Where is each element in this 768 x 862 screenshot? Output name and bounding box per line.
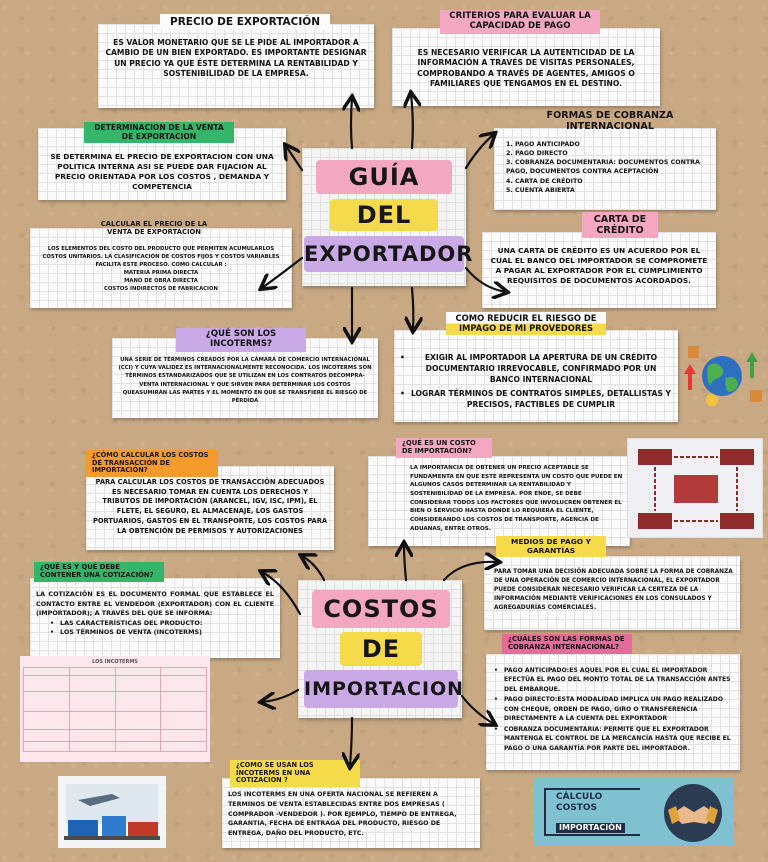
card-calcular-costos: PARA CALCULAR LOS COSTOS DE TRANSACCIÓN …: [86, 466, 334, 550]
list-item: 2. PAGO DIRECTO: [506, 150, 568, 158]
card-calcular-precio: LOS ELEMENTOS DEL COSTO DEL PRODUCTO QUE…: [30, 228, 292, 308]
list-item: LOS TÉRMINOS DE VENTA (INCOTERMS): [50, 628, 274, 638]
reducir-riesgo-list: EXIGIR AL IMPORTADOR LA APERTURA DE UN C…: [400, 352, 672, 410]
card-usan-incoterms: LOS INCOTERMS EN UNA OFERTA NACIONAL SE …: [222, 778, 480, 848]
incoterms-table: LOS INCOTERMS: [20, 656, 210, 762]
list-item: 1. PAGO ANTICIPADO: [506, 141, 580, 148]
card-determinacion: SE DETERMINA EL PRECIO DE EXPORTACION CO…: [38, 128, 286, 200]
criterios-text: ES NECESARIO VERIFICAR LA AUTENTICIDAD D…: [417, 48, 635, 88]
formas-cobranza-import-title: ¿CUÁLES SON LAS FORMAS DE COBRANZA INTER…: [502, 634, 632, 654]
costo-importacion-title: ¿QUÉ ES UN COSTO DE IMPORTACIÓN?: [396, 438, 492, 458]
usan-incoterms-title: ¿COMO SE USAN LOS INCOTERMS EN UNA COTIZ…: [230, 760, 360, 787]
reducir-riesgo-title: COMO REDUCIR EL RIESGO DE IMPAGO DE MI P…: [446, 312, 606, 336]
card-formas-cobranza-import: PAGO ANTICIPADO:ES AQUEL POR EL CUAL EL …: [486, 654, 740, 770]
card-cotizacion: LA COTIZACIÓN ES EL DOCUMENTO FORMAL QUE…: [30, 578, 280, 658]
determinacion-title: DETERMINACION DE LA VENTA DE EXPORTACION: [84, 122, 234, 144]
list-item: LOGRAR TÉRMINOS DE CONTRATOS SIMPLES, DE…: [400, 388, 672, 410]
determinacion-text: SE DETERMINA EL PRECIO DE EXPORTACION CO…: [50, 152, 274, 191]
list-item: COBRANZA DOCUMENTARIA: PERMITE QUE EL EX…: [494, 725, 734, 753]
list-item: PAGO ANTICIPADO:ES AQUEL POR EL CUAL EL …: [494, 666, 734, 694]
criterios-title: CRITERIOS PARA EVALUAR LA CAPACIDAD DE P…: [440, 10, 600, 34]
list-item: PAGO DIRECTO:ESTA MODALIDAD IMPLICA UN P…: [494, 695, 734, 723]
import-title-line2: DE: [340, 632, 422, 666]
card-criterios: ES NECESARIO VERIFICAR LA AUTENTICIDAD D…: [392, 28, 660, 106]
incoterms-text: UNA SERIE DE TÉRMINOS CREADOS POR LA CÁM…: [118, 357, 372, 405]
card-formas-cobranza: 1. PAGO ANTICIPADO 2. PAGO DIRECTO 3. CO…: [494, 128, 716, 210]
guide-title-line2: DEL: [330, 199, 438, 231]
carta-credito-text: UNA CARTA DE CRÉDITO ES UN ACUERDO POR E…: [490, 246, 708, 285]
carta-credito-title: CARTA DE CRÉDITO: [582, 212, 658, 239]
calcular-precio-text: LOS ELEMENTOS DEL COSTO DEL PRODUCTO QUE…: [42, 246, 280, 268]
formas-cobranza-title: FORMAS DE COBRANZA INTERNACIONAL: [546, 110, 674, 133]
medios-pago-title: MEDIOS DE PAGO Y GARANTÍAS: [496, 536, 606, 558]
cotizacion-list: LAS CARACTERÍSTICAS DEL PRODUCTO: LOS TÉ…: [36, 619, 274, 638]
guide-title-line1: GUÍA: [316, 160, 452, 194]
business-diagram-icon: [627, 438, 763, 538]
card-incoterms: UNA SERIE DE TÉRMINOS CREADOS POR LA CÁM…: [112, 338, 378, 418]
incoterms-title: ¿QUÉ SON LOS INCOTERMS?: [176, 328, 306, 352]
calcular-costos-title: ¿CÓMO CALCULAR LOS COSTOS DE TRANSACCIÓN…: [86, 450, 218, 477]
calc-image: CÁLCULO COSTOS IMPORTACIÓN: [534, 778, 734, 846]
costo-importacion-text: LA IMPORTANCIA DE OBTENER UN PRECIO ACEP…: [410, 465, 623, 532]
calc-image-line2: COSTOS: [556, 803, 598, 814]
calcular-costos-text: PARA CALCULAR LOS COSTOS DE TRANSACCIÓN …: [92, 478, 328, 535]
list-item: 5. CUENTA ABIERTA: [506, 186, 575, 194]
logistics-icon: [58, 776, 166, 848]
import-title-line3: IMPORTACION: [304, 670, 463, 708]
guide-title-line3: EXPORTADOR: [304, 236, 472, 272]
import-title-line1: COSTOS: [312, 590, 450, 628]
cotizacion-title: ¿QUÉ ES Y QUÉ DEBE CONTENER UNA COTIZACI…: [34, 562, 164, 582]
card-carta-credito: UNA CARTA DE CRÉDITO ES UN ACUERDO POR E…: [482, 232, 716, 308]
list-item: EXIGIR AL IMPORTADOR LA APERTURA DE UN C…: [400, 352, 672, 385]
calcular-precio-title: CALCULAR EL PRECIO DE LA VENTA DE EXPORT…: [100, 220, 208, 236]
list-item: 4. CARTA DE CRÉDITO: [506, 177, 583, 185]
formas-cobranza-import-list: PAGO ANTICIPADO:ES AQUEL POR EL CUAL EL …: [494, 666, 734, 753]
card-reducir-riesgo: EXIGIR AL IMPORTADOR LA APERTURA DE UN C…: [394, 330, 678, 422]
precio-exportacion-title: PRECIO DE EXPORTACIÓN: [160, 14, 330, 31]
handshake-icon: [664, 784, 722, 842]
list-item: LAS CARACTERÍSTICAS DEL PRODUCTO:: [50, 619, 274, 629]
calc-image-line1: CÁLCULO: [556, 792, 603, 802]
medios-pago-text: PARA TOMAR UNA DECISIÓN ADECUADA SOBRE L…: [494, 569, 733, 611]
globe-money-icon: [682, 342, 764, 412]
calcular-precio-item: COSTOS INDIRECTOS DE FABRICACION: [104, 285, 218, 292]
card-medios-pago: PARA TOMAR UNA DECISIÓN ADECUADA SOBRE L…: [484, 556, 740, 630]
incoterms-grid: [23, 667, 207, 752]
card-precio-exportacion: ES VALOR MONETARIO QUE SE LE PIDE AL IMP…: [98, 24, 374, 108]
usan-incoterms-text: LOS INCOTERMS EN UNA OFERTA NACIONAL SE …: [228, 791, 457, 837]
calc-image-frame: CÁLCULO COSTOS IMPORTACIÓN: [544, 788, 640, 836]
precio-exportacion-text: ES VALOR MONETARIO QUE SE LE PIDE AL IMP…: [105, 38, 367, 78]
list-item: 3. COBRANZA DOCUMENTARIA: DOCUMENTOS CON…: [506, 159, 700, 176]
incoterms-table-title: LOS INCOTERMS: [92, 659, 138, 665]
formas-cobranza-list: 1. PAGO ANTICIPADO 2. PAGO DIRECTO 3. CO…: [506, 140, 710, 195]
calcular-precio-item: MANO DE OBRA DIRECTA: [124, 277, 198, 284]
cotizacion-text: LA COTIZACIÓN ES EL DOCUMENTO FORMAL QUE…: [36, 590, 274, 618]
calc-image-line3: IMPORTACIÓN: [556, 822, 625, 834]
card-costo-importacion: LA IMPORTANCIA DE OBTENER UN PRECIO ACEP…: [368, 456, 630, 546]
calcular-precio-item: MATERIA PRIMA DIRECTA: [123, 269, 199, 276]
